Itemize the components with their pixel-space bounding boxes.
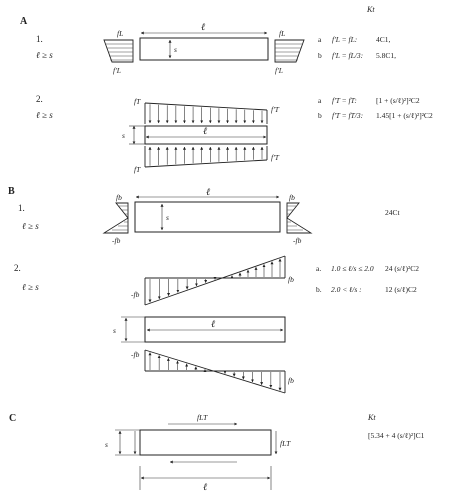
b2-option-b-letter: b. [316, 285, 322, 294]
b2-option-b-condition: 2.0 < ℓ/s : [331, 285, 362, 294]
a2-bottom-load-arrows [148, 146, 264, 166]
b1-label-top-left: fb [116, 193, 122, 202]
a1-label-bottom-right: f'L [275, 66, 283, 75]
b1-k: 24Ct [385, 208, 401, 217]
b1-height-label: s [166, 213, 169, 222]
section-b1-number: 1. [18, 203, 25, 213]
c-length-label: ℓ [203, 482, 207, 493]
b1-label-top-right: fb [289, 193, 295, 202]
b2-label-bottom-right: fb [288, 376, 294, 385]
section-a-letter: A [20, 16, 28, 27]
b1-right-lower-triangle [286, 217, 313, 234]
b1-label-bottom-right: -fb [293, 236, 302, 245]
section-b2-condition: ℓ ≥ s [22, 282, 39, 292]
b2-top-arrows [148, 258, 282, 303]
a1-option-b-letter: b [318, 51, 322, 60]
c-plate [139, 429, 272, 456]
a2-option-b-letter: b [318, 111, 322, 120]
a2-length-label: ℓ [203, 126, 207, 137]
diagram-b2: ℓ s -fb fb -fb fb [113, 255, 294, 394]
b2-label-top-right: fb [288, 275, 294, 284]
a1-right-hatch [275, 43, 302, 61]
a2-top-load-arrows [148, 104, 264, 124]
section-a1-number: 1. [36, 34, 43, 44]
b1-left-upper-triangle [115, 202, 129, 220]
b2-option-b-k: 12 (s/ℓ)C2 [385, 285, 417, 294]
b2-label-top-left: -fb [131, 290, 140, 299]
c-label-top: fLT [197, 413, 208, 422]
a2-height-label: s [122, 131, 125, 140]
section-a1-condition: ℓ ≥ s [36, 50, 53, 60]
a2-option-a-letter: a [318, 96, 322, 105]
a2-label-top-left: fT [134, 97, 141, 106]
a1-label-top-right: fL [279, 29, 285, 38]
a1-option-b-condition: f'L = fL/3: [332, 51, 363, 60]
section-b2-number: 2. [14, 263, 21, 273]
b2-label-bottom-left: -fb [131, 350, 140, 359]
b1-plate [134, 201, 281, 233]
c-k: [5.34 + 4 (s/ℓ)²]C1 [368, 431, 425, 440]
section-b-letter: B [8, 186, 15, 197]
a1-label-top-left: fL [117, 29, 123, 38]
a2-plate [144, 125, 268, 145]
a2-option-b-condition: f'T = fT/3: [332, 111, 363, 120]
a1-label-bottom-left: f'L [113, 66, 121, 75]
b2-option-a-letter: a. [316, 264, 321, 273]
diagram-a2: ℓ s fT f'T fT f'T [122, 97, 280, 174]
a1-plate [139, 37, 269, 61]
a2-label-bottom-left: fT [134, 165, 141, 174]
c-label-right: fLT [280, 439, 291, 448]
c-height-label: s [105, 440, 108, 449]
section-a2-number: 2. [36, 94, 43, 104]
section-b1-condition: ℓ ≥ s [22, 221, 39, 231]
diagram-b1: ℓ s fb -fb fb -fb [102, 187, 313, 245]
b2-option-a-condition: 1.0 ≤ ℓ/s ≤ 2.0 [331, 264, 374, 273]
k-column-header: Kt [366, 5, 375, 14]
a1-length-label: ℓ [201, 22, 205, 33]
b2-bottom-envelope [144, 349, 286, 394]
b2-bottom-arrows [148, 352, 282, 391]
a2-option-a-k: [1 + (s/ℓ)²]²C2 [376, 96, 420, 105]
b2-height-label: s [113, 326, 116, 335]
a1-left-hatch [106, 43, 133, 61]
a1-left-load-block [103, 39, 134, 63]
b2-option-a-k: 24 (s/ℓ)²C2 [385, 264, 419, 273]
a2-label-bottom-right: f'T [271, 153, 280, 162]
a1-option-a-condition: f'L = fL: [332, 35, 357, 44]
a2-option-a-condition: f'T = fT: [332, 96, 357, 105]
section-c-letter: C [9, 413, 16, 424]
a1-right-load-block [274, 39, 305, 63]
b1-right-upper-triangle [286, 202, 300, 220]
diagram-c: fLT fLT s ℓ [105, 413, 291, 493]
b1-left-lower-triangle [102, 217, 129, 234]
section-a2-condition: ℓ ≥ s [36, 110, 53, 120]
a1-option-b-k: 5.8C1, [376, 51, 396, 60]
a2-label-top-right: f'T [271, 105, 280, 114]
a2-option-b-k: 1.45[1 + (s/ℓ)²]²C2 [376, 111, 433, 120]
b1-length-label: ℓ [206, 187, 210, 198]
a2-bottom-load-envelope [144, 159, 268, 168]
a1-option-a-letter: a [318, 35, 322, 44]
a1-option-a-k: 4C1, [376, 35, 391, 44]
a2-top-load-envelope [144, 102, 268, 111]
a1-height-label: s [174, 45, 177, 54]
b1-label-bottom-left: -fb [112, 236, 121, 245]
c-k-header: Kt [367, 413, 376, 422]
b2-length-label: ℓ [211, 319, 215, 330]
b2-top-envelope [144, 255, 286, 306]
diagram-a1: ℓ s fL f'L fL f'L [103, 22, 305, 75]
